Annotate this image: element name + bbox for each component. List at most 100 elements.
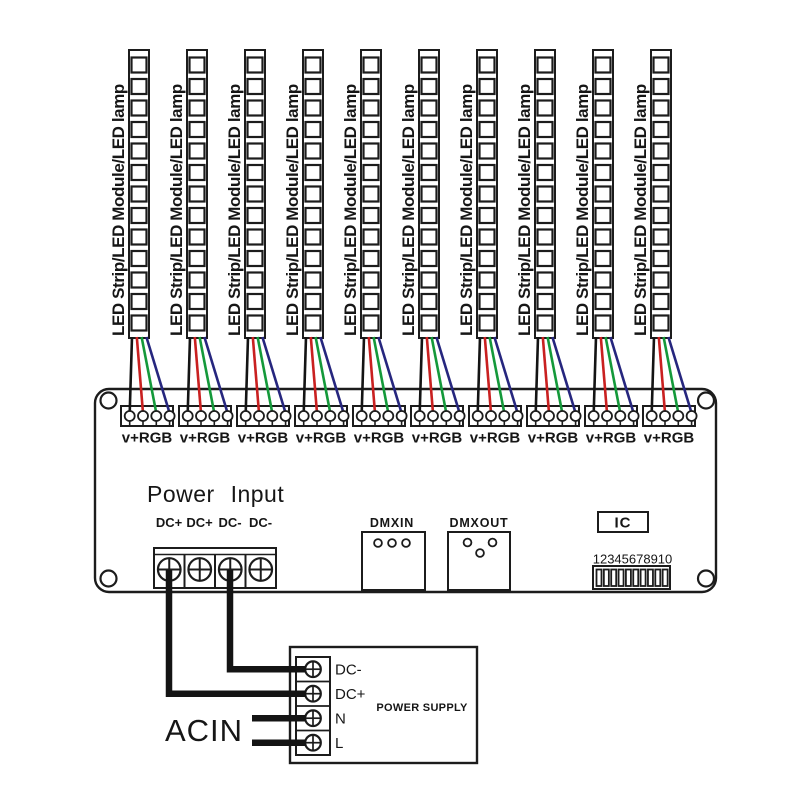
dc-terminal-label: DC-: [218, 515, 241, 530]
screw-terminal-icon: [672, 410, 685, 422]
led-chip-icon: [420, 77, 438, 96]
strip-wire: [418, 336, 424, 414]
led-chip-icon: [536, 271, 554, 289]
strip-wire: [145, 336, 171, 414]
led-chip-icon: [536, 185, 554, 203]
screw-terminal-icon: [614, 410, 627, 422]
ic-label: IC: [615, 515, 632, 532]
led-chip-icon: [420, 56, 438, 74]
led-chip-icon: [594, 77, 612, 96]
strip-wire: [430, 336, 448, 414]
controller-details: Power Input DC+ DC+ DC- DC- DMXIN DMXOUT…: [99, 391, 716, 591]
dip-slot-icon: [632, 568, 640, 587]
screw-terminal-icon: [311, 410, 323, 422]
led-chip-icon: [594, 99, 612, 117]
screw-terminal-icon: [453, 410, 466, 422]
led-strip-label: LED Strip/LED Module/LED lamp: [109, 84, 128, 336]
screw-terminal-icon: [355, 410, 368, 422]
led-chip-icon: [246, 292, 264, 311]
output-connector: v+RGB: [352, 336, 408, 447]
led-chip-icon: [594, 163, 612, 182]
led-chip-icon: [130, 99, 148, 117]
dip-slot-icon: [602, 568, 610, 587]
screw-terminal-icon: [324, 410, 337, 422]
led-chip-icon: [362, 292, 380, 311]
led-strip: LED Strip/LED Module/LED lamp: [167, 49, 208, 339]
led-chip-icon: [652, 185, 670, 203]
led-chip-icon: [188, 314, 206, 332]
output-connector: v+RGB: [178, 336, 234, 447]
led-chip-icon: [304, 99, 322, 117]
led-chip-icon: [594, 206, 612, 225]
dip-switch-numbers: 12345678910: [593, 552, 673, 567]
screw-terminal-icon: [382, 410, 395, 422]
dip-slot-icon: [617, 568, 625, 587]
connector-label: v+RGB: [296, 430, 347, 447]
led-chip-icon: [478, 228, 496, 246]
led-chip-icon: [652, 77, 670, 96]
led-chip-icon: [246, 249, 264, 268]
led-chip-icon: [652, 56, 670, 74]
strip-wire: [319, 336, 345, 414]
strip-wire: [302, 336, 308, 414]
led-chip-icon: [362, 77, 380, 96]
strip-wire: [360, 336, 366, 414]
dip-switch-slots: [595, 568, 669, 587]
connector-label: v+RGB: [470, 430, 521, 447]
led-chip-icon: [536, 99, 554, 117]
strip-wire: [244, 336, 250, 414]
output-connector: v+RGB: [526, 336, 582, 447]
led-chip-icon: [304, 292, 322, 311]
dc-terminal-label: DC-: [249, 515, 272, 530]
strip-wire: [377, 336, 403, 414]
connector-label: v+RGB: [354, 430, 405, 447]
strip-wire: [372, 336, 390, 414]
power-wiring: [165, 570, 306, 746]
led-chip-icon: [130, 120, 148, 139]
led-chip-icon: [130, 142, 148, 160]
led-strip-label: LED Strip/LED Module/LED lamp: [631, 84, 650, 336]
dmx-pin-icon: [462, 537, 473, 548]
led-chip-icon: [246, 271, 264, 289]
strip-wire: [493, 336, 519, 414]
led-strip: LED Strip/LED Module/LED lamp: [225, 49, 266, 339]
strip-wire: [135, 336, 145, 414]
ic-box: [597, 511, 649, 533]
led-chip-icon: [362, 56, 380, 74]
psu-terminal-label: DC-: [335, 662, 362, 679]
led-chip-icon: [594, 120, 612, 139]
strip-wire: [534, 336, 540, 414]
led-chip-icon: [536, 249, 554, 268]
led-chip-icon: [246, 77, 264, 96]
led-strip: LED Strip/LED Module/LED lamp: [457, 49, 498, 339]
strip-wire: [367, 336, 377, 414]
led-chip-icon: [246, 314, 264, 332]
screw-terminal-icon: [221, 410, 234, 422]
led-chip-icon: [536, 56, 554, 74]
led-chip-icon: [130, 271, 148, 289]
led-chip-icon: [188, 228, 206, 246]
led-chip-icon: [594, 56, 612, 74]
connector-label: v+RGB: [238, 430, 289, 447]
connector-label: v+RGB: [528, 430, 579, 447]
led-chip-icon: [304, 142, 322, 160]
led-chip-icon: [652, 142, 670, 160]
output-connector: v+RGB: [642, 336, 698, 447]
strip-wire: [186, 336, 192, 414]
led-chip-icon: [420, 99, 438, 117]
dmx-pin-icon: [387, 538, 397, 548]
psu-terminal-label: DC+: [335, 686, 366, 703]
strip-wire: [667, 336, 693, 414]
strip-wire: [650, 336, 656, 414]
power-input-label: Power Input: [147, 481, 284, 507]
led-chip-icon: [188, 120, 206, 139]
strip-wire: [140, 336, 158, 414]
led-chip-icon: [130, 206, 148, 225]
led-chip-icon: [188, 99, 206, 117]
led-strip-label: LED Strip/LED Module/LED lamp: [341, 84, 360, 336]
screw-terminal-icon: [369, 410, 381, 422]
led-chip-icon: [246, 120, 264, 139]
dmx-pin-icon: [487, 537, 498, 548]
mounting-hole-icon: [696, 391, 716, 410]
